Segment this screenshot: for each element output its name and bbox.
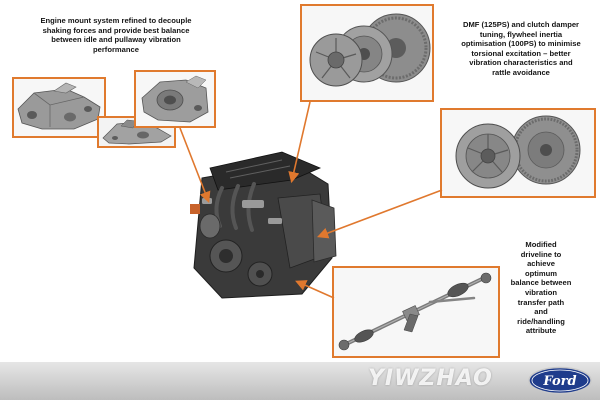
engine-mount-photo-left (12, 77, 106, 138)
driveshaft-image (338, 272, 492, 351)
engine-mount-image (17, 82, 101, 130)
ford-logo-icon: Ford (527, 366, 593, 395)
clutch-image (309, 13, 431, 87)
engine-photo (182, 138, 338, 304)
engine-mount-image (141, 75, 209, 123)
dmf-caption: DMF (125PS) and clutch damper tuning, fl… (461, 20, 581, 77)
engine-mount-photo-right (134, 70, 216, 128)
engine-image (190, 151, 337, 299)
watermark-text: YIWZHAO (368, 366, 493, 391)
driveline-photo (332, 266, 500, 358)
ford-logo-text: Ford (542, 374, 576, 389)
footer-band (0, 362, 600, 400)
engine-mount-caption: Engine mount system refined to decouple … (40, 16, 192, 54)
flywheel-image (455, 115, 581, 189)
dmf-100ps-photo (440, 108, 596, 198)
driveline-caption: Modified driveline to achieve optimum ba… (510, 240, 572, 336)
dmf-125ps-photo (300, 4, 434, 102)
arrow-dmf100-to-engine (317, 189, 443, 239)
